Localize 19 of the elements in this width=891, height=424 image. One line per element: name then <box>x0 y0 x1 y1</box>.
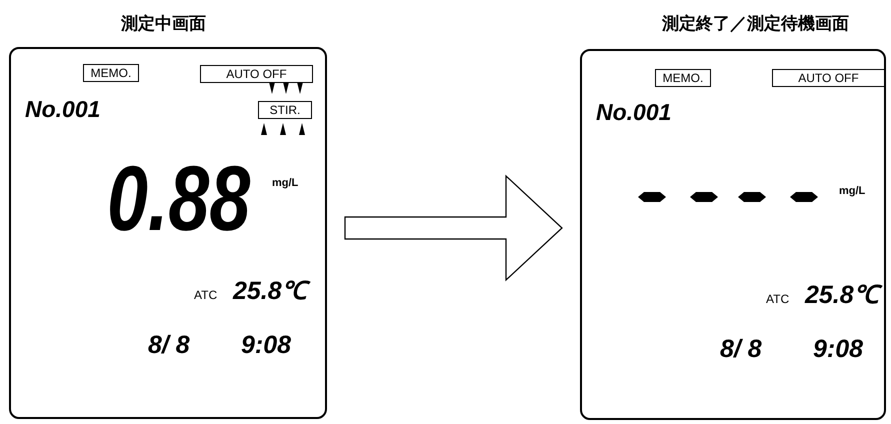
indicator-label: MEMO. <box>83 64 139 82</box>
atc-indicator: ATC <box>766 293 790 305</box>
screen-heading: 測定終了／測定待機画面 <box>662 15 849 32</box>
time-value: 9:08 <box>813 337 864 362</box>
indicator-label: STIR. <box>258 101 312 119</box>
record-number: No.001 <box>596 101 672 124</box>
date-value: 8/ 8 <box>720 337 762 362</box>
screen-heading: 測定中画面 <box>121 15 206 32</box>
record-number: No.001 <box>25 98 100 121</box>
reading-value: 0.88 <box>107 153 250 245</box>
date-value: 8/ 8 <box>148 333 190 358</box>
unit-label: mg/L <box>272 178 298 189</box>
indicator-label: MEMO. <box>655 69 711 87</box>
block-arrow <box>344 174 563 282</box>
time-value: 9:08 <box>241 333 292 358</box>
indicator-label: AUTO OFF <box>772 69 885 87</box>
unit-label: mg/L <box>839 186 866 197</box>
indicator-label: AUTO OFF <box>200 65 313 83</box>
atc-indicator: ATC <box>194 289 218 301</box>
